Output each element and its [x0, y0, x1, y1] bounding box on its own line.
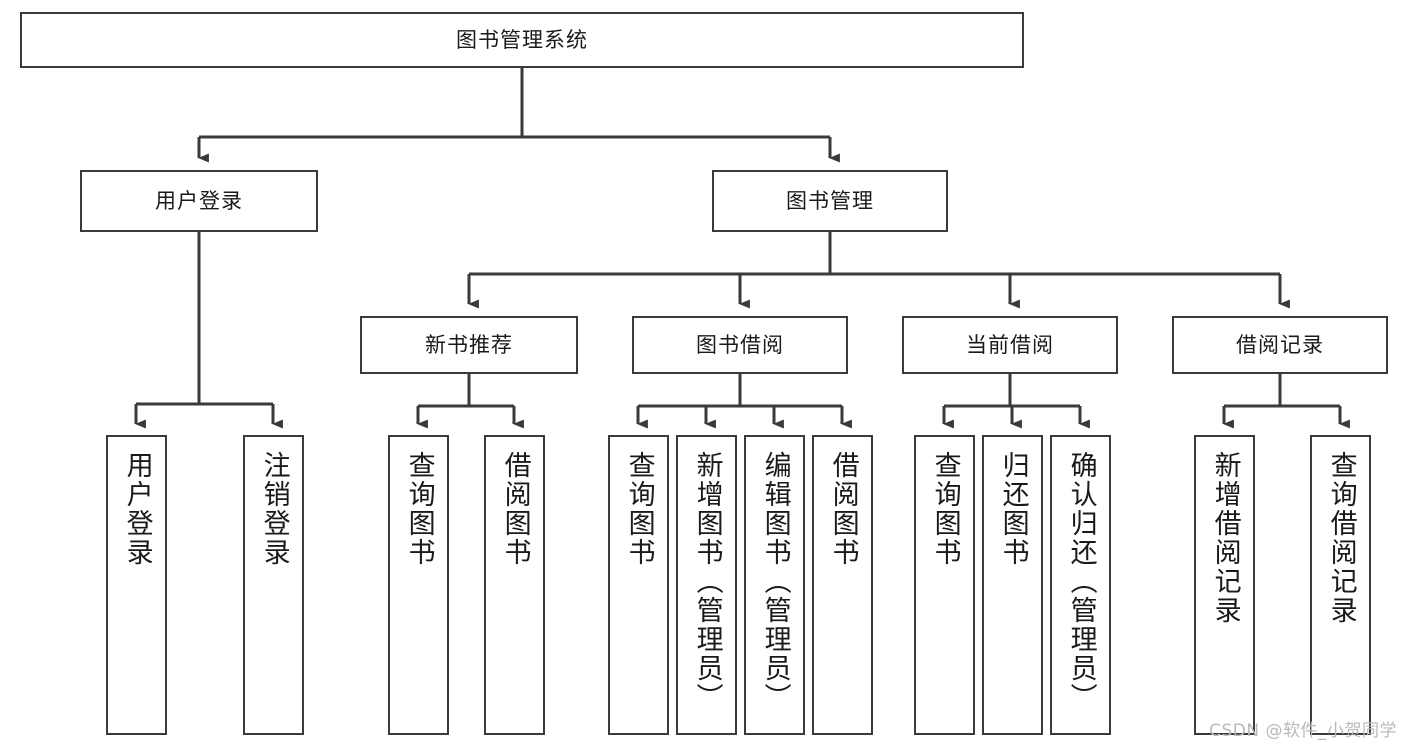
node-borrow-record[interactable]: 借阅记录	[1172, 316, 1388, 374]
node-leaf-edit-book-admin-label: 编辑图书（管理员）	[759, 451, 791, 712]
node-book-manage-label: 图书管理	[786, 188, 874, 213]
node-leaf-query-book-rec-label: 查询图书	[403, 451, 435, 567]
node-leaf-confirm-return-admin[interactable]: 确认归还（管理员）	[1050, 435, 1111, 735]
node-leaf-query-book-rec[interactable]: 查询图书	[388, 435, 449, 735]
node-leaf-borrow-book-label: 借阅图书	[827, 451, 859, 567]
node-leaf-add-borrow-record-label: 新增借阅记录	[1209, 451, 1241, 625]
node-leaf-return-book[interactable]: 归还图书	[982, 435, 1043, 735]
node-leaf-borrow-book-rec-label: 借阅图书	[499, 451, 531, 567]
node-book-manage[interactable]: 图书管理	[712, 170, 948, 232]
node-leaf-logout-login[interactable]: 注销登录	[243, 435, 304, 735]
node-new-book-recommend-label: 新书推荐	[425, 332, 513, 357]
node-leaf-borrow-book[interactable]: 借阅图书	[812, 435, 873, 735]
node-user-login-label: 用户登录	[155, 188, 243, 213]
node-user-login[interactable]: 用户登录	[80, 170, 318, 232]
node-leaf-add-book-admin-label: 新增图书（管理员）	[691, 451, 723, 712]
node-leaf-user-login-label: 用户登录	[121, 451, 153, 567]
node-book-borrow[interactable]: 图书借阅	[632, 316, 848, 374]
node-leaf-edit-book-admin[interactable]: 编辑图书（管理员）	[744, 435, 805, 735]
node-leaf-query-borrow-record-label: 查询借阅记录	[1325, 451, 1357, 625]
node-leaf-user-login[interactable]: 用户登录	[106, 435, 167, 735]
node-leaf-query-book-cur[interactable]: 查询图书	[914, 435, 975, 735]
node-leaf-confirm-return-admin-label: 确认归还（管理员）	[1065, 451, 1097, 712]
node-leaf-add-book-admin[interactable]: 新增图书（管理员）	[676, 435, 737, 735]
node-leaf-query-borrow-record[interactable]: 查询借阅记录	[1310, 435, 1371, 735]
node-leaf-query-book-cur-label: 查询图书	[929, 451, 961, 567]
csdn-watermark: CSDN @软件_小贺同学	[1209, 721, 1397, 741]
node-leaf-add-borrow-record[interactable]: 新增借阅记录	[1194, 435, 1255, 735]
node-leaf-query-book-borrow[interactable]: 查询图书	[608, 435, 669, 735]
node-current-borrow-label: 当前借阅	[966, 332, 1054, 357]
node-book-borrow-label: 图书借阅	[696, 332, 784, 357]
node-current-borrow[interactable]: 当前借阅	[902, 316, 1118, 374]
node-borrow-record-label: 借阅记录	[1236, 332, 1324, 357]
node-leaf-logout-login-label: 注销登录	[258, 451, 290, 567]
node-leaf-return-book-label: 归还图书	[997, 451, 1029, 567]
node-root[interactable]: 图书管理系统	[20, 12, 1024, 68]
node-new-book-recommend[interactable]: 新书推荐	[360, 316, 578, 374]
node-leaf-query-book-borrow-label: 查询图书	[623, 451, 655, 567]
node-leaf-borrow-book-rec[interactable]: 借阅图书	[484, 435, 545, 735]
node-root-label: 图书管理系统	[456, 27, 588, 52]
